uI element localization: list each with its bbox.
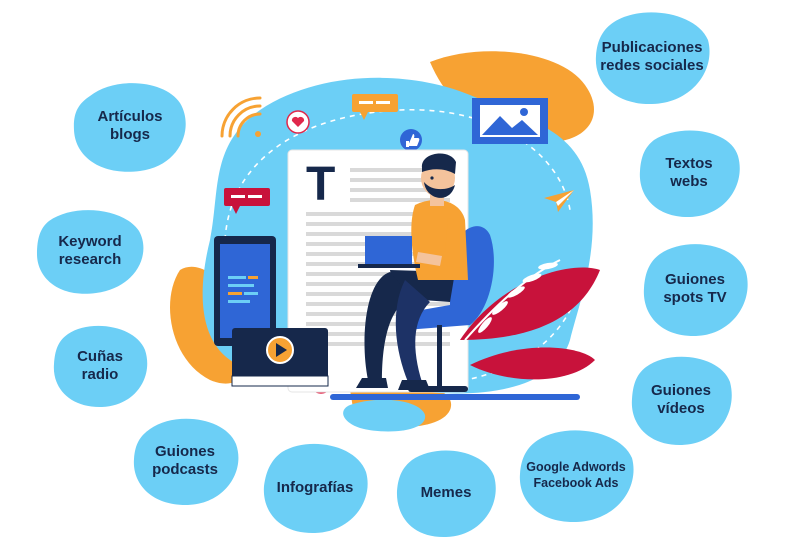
service-bubble-cunas-radio: Cuñas radio [50, 322, 150, 410]
service-label: Memes [420, 484, 472, 501]
service-label: Artículos blogs [97, 108, 163, 143]
service-label: Keyword research [58, 233, 122, 268]
copywriter-illustration: T [170, 51, 600, 432]
tablet-device [214, 236, 276, 346]
bubble-shape [53, 325, 148, 408]
service-bubble-guiones-spots-tv: Guiones spots TV [640, 240, 750, 338]
image-icon [472, 98, 548, 144]
chat-bubble-icon [352, 94, 398, 120]
service-bubble-textos-webs: Textos webs [636, 126, 742, 220]
laptop-icon [365, 236, 412, 266]
service-label: Guiones vídeos [650, 382, 711, 417]
wifi-icon [220, 96, 262, 138]
bubble-shape [643, 244, 748, 337]
bubble-shape [37, 210, 144, 294]
bubble-shape [73, 83, 186, 172]
service-bubble-keyword-research: Keyword research [34, 206, 146, 296]
service-bubble-infografias: Infografías [260, 440, 370, 536]
blue-blob-small [343, 399, 426, 432]
thumbs-up-icon [400, 129, 422, 151]
service-bubble-articulos-blogs: Artículos blogs [70, 78, 190, 174]
dashed-orbit [219, 109, 576, 387]
service-label: Textos webs [665, 155, 713, 190]
service-label: Guiones spots TV [663, 271, 727, 306]
service-bubble-memes: Memes [394, 446, 498, 540]
bubble-shape [639, 130, 740, 218]
paper-plane-icon [544, 190, 574, 212]
plant-leaves [460, 259, 600, 380]
heart-icon [286, 110, 310, 134]
service-bubble-google-adwords: Google Adwords Facebook Ads [516, 426, 636, 524]
service-label: Cuñas radio [77, 348, 123, 383]
chat-bubble-icon [224, 188, 270, 214]
bubble-shape [631, 356, 732, 446]
service-bubble-publicaciones-redes: Publicaciones redes sociales [592, 8, 712, 106]
person-working [356, 153, 468, 390]
bubble-shape [133, 418, 239, 506]
document-letter: T [306, 158, 335, 211]
service-bubble-guiones-podcasts: Guiones podcasts [130, 414, 240, 508]
service-label: Google Adwords Facebook Ads [526, 460, 626, 490]
service-label: Guiones podcasts [152, 443, 218, 478]
service-label: Publicaciones redes sociales [600, 39, 704, 74]
service-bubble-guiones-videos: Guiones vídeos [628, 352, 734, 448]
bubble-shape [396, 450, 496, 538]
bubble-shape [595, 12, 710, 105]
orange-blob-top-right [430, 51, 594, 142]
bubble-shape [519, 430, 634, 523]
video-player [231, 328, 329, 387]
bubble-shape [263, 443, 368, 534]
floor-line [330, 394, 580, 400]
service-label: Infografías [276, 479, 354, 496]
